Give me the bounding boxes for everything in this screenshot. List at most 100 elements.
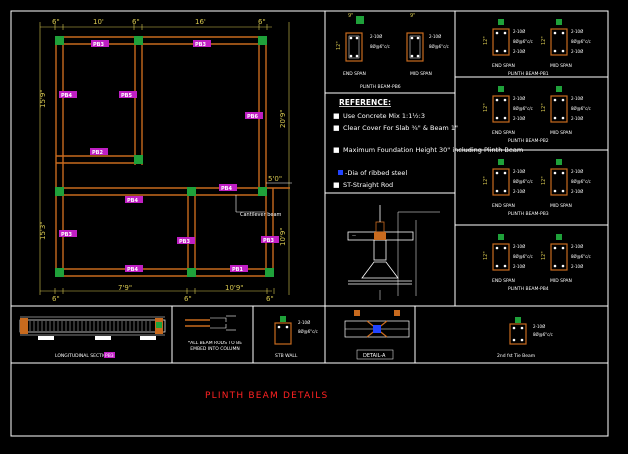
beam-tag: PB3 xyxy=(93,42,104,48)
beam-tag: PB4 xyxy=(61,93,72,99)
column-marker xyxy=(498,86,504,92)
beam-tag: PB3 xyxy=(179,239,190,245)
embed-note-text: *ALL BEAM RODS TO BE EMBED INTO COLUMN xyxy=(187,341,243,352)
reference-notes: REFERENCE: ■ Use Concrete Mix 1:1½:3 ■ C… xyxy=(333,98,523,189)
stirrups-label: 8Ø@6"c/c xyxy=(571,179,591,184)
rebar-dot xyxy=(553,49,557,53)
span-label: END SPAN xyxy=(492,278,515,284)
pb6-mid-section: 9" 2-10Ø 8Ø@6"c/c MID SPAN xyxy=(406,13,449,77)
span-label: END SPAN xyxy=(492,203,515,209)
bottom-bars-label: 2-10Ø xyxy=(513,116,525,121)
stb-label: STB WALL xyxy=(275,353,298,359)
beam-tag: PB3 xyxy=(61,232,72,238)
rebar-dot xyxy=(495,171,499,175)
pb6-mid-stirrups: 8Ø@6"c/c xyxy=(429,44,449,49)
pb6-stirrups: 8Ø@6"c/c xyxy=(370,44,390,49)
beam-outline xyxy=(550,168,568,196)
rebar-dot xyxy=(553,116,557,120)
beam-outline xyxy=(550,28,568,56)
footing-section: — xyxy=(347,205,440,300)
column-marker xyxy=(556,19,562,25)
pb6-top-bars: 2-10Ø xyxy=(370,34,382,39)
detail-a-label: DETAIL-A xyxy=(363,353,386,359)
rebar-dot xyxy=(503,116,507,120)
rebar-dot xyxy=(495,116,499,120)
dimension-texts: 6" 10' 6" 16' 6" 6" 7'9" 6" 10'9" 6" 15'… xyxy=(39,18,287,303)
span-label: MID SPAN xyxy=(550,130,572,136)
bottom-bars-label: 2-10Ø xyxy=(513,264,525,269)
pb6-panel: 9" 2-10Ø 8Ø@6"c/c 12" END SPAN 9" 2-10Ø … xyxy=(336,13,449,90)
span-label: MID SPAN xyxy=(550,63,572,69)
beam-labels: PB3 PB3 PB4 PB6 PB5 PB2 PB4 PB4 PB3 PB3 … xyxy=(59,40,279,273)
rebar-dot xyxy=(561,31,565,35)
top-bars-label: 2-10Ø xyxy=(513,244,525,249)
tie-beam-label: 2nd fst Tie Beam xyxy=(497,353,535,359)
stb-top: 2-10Ø xyxy=(298,320,310,325)
dim-top-1: 6" xyxy=(52,18,60,26)
beam-outline xyxy=(550,95,568,123)
plinth-beam-plan: PB3 PB3 PB4 PB6 PB5 PB2 PB4 PB4 PB3 PB3 … xyxy=(39,18,292,303)
sheet-frame xyxy=(10,10,609,437)
dimension-lines xyxy=(39,22,290,295)
beam-tag: PB3 xyxy=(263,238,274,244)
pb6-width: 9" xyxy=(348,13,353,19)
stb-wall-section: 2-10Ø 8Ø@6"c/c STB WALL xyxy=(274,316,318,359)
rebar-dot xyxy=(503,189,507,193)
section-stirrups xyxy=(29,321,151,331)
column-marker xyxy=(556,86,562,92)
tie-stirrups: 8Ø@6"c/c xyxy=(533,332,553,337)
dim-right-2: 20'9" xyxy=(279,109,287,128)
bottom-bars-label: 2-10Ø xyxy=(571,49,583,54)
panel-title: PLINTH BEAM-PB4 xyxy=(508,286,549,292)
svg-text:■: ■ xyxy=(333,146,340,154)
depth-label: 12" xyxy=(483,103,489,112)
rebar-dot xyxy=(503,49,507,53)
panel-title: PLINTH BEAM-PB1 xyxy=(508,71,549,77)
beam-outline xyxy=(492,28,510,56)
beam-tag: PB4 xyxy=(127,267,138,273)
svg-text:■: ■ xyxy=(333,181,340,189)
top-bars-label: 2-10Ø xyxy=(571,169,583,174)
span-label: END SPAN xyxy=(492,63,515,69)
depth-label: 12" xyxy=(483,36,489,45)
top-bars-label: 2-10Ø xyxy=(513,29,525,34)
span-label: MID SPAN xyxy=(550,203,572,209)
rebar-dot xyxy=(561,264,565,268)
pb6-title: PLINTH BEAM-PB6 xyxy=(360,84,401,90)
stb-stirrups: 8Ø@6"c/c xyxy=(298,329,318,334)
rebar-dot xyxy=(561,116,565,120)
top-bars-label: 2-10Ø xyxy=(513,96,525,101)
reference-item-4: -Dia of ribbed steel xyxy=(345,169,407,177)
top-bars-label: 2-10Ø xyxy=(571,29,583,34)
pb6-mid-width: 9" xyxy=(410,13,415,19)
beam-lines xyxy=(55,36,290,277)
beam-tag: PB5 xyxy=(121,93,132,99)
detail-a: DETAIL-A xyxy=(344,310,410,360)
rebar-dot xyxy=(553,264,557,268)
pb6-mid-label: MID SPAN xyxy=(410,71,432,77)
tie-beam-section: 2-10Ø 8Ø@6"c/c 2nd fst Tie Beam xyxy=(497,317,553,359)
depth-label: 12" xyxy=(541,103,547,112)
rebar-dot xyxy=(553,246,557,250)
stirrups-label: 8Ø@6"c/c xyxy=(571,39,591,44)
svg-text:—: — xyxy=(352,233,356,238)
rebar-dot xyxy=(561,246,565,250)
stirrups-label: 8Ø@6"c/c xyxy=(571,254,591,259)
stirrups-label: 8Ø@6"c/c xyxy=(513,106,533,111)
reference-item-3: Maximum Foundation Height 30" including … xyxy=(343,146,523,154)
rebar-dot xyxy=(561,189,565,193)
dim-top-4: 16' xyxy=(195,18,206,26)
top-bars-label: 2-10Ø xyxy=(571,244,583,249)
rebar-dot xyxy=(495,246,499,250)
cantilever-label: Cantilever beam xyxy=(240,212,282,218)
pb6-mid-top-bars: 2-10Ø xyxy=(429,34,441,39)
rebar-dot xyxy=(553,98,557,102)
dim-left-2: 15'9" xyxy=(39,89,47,108)
